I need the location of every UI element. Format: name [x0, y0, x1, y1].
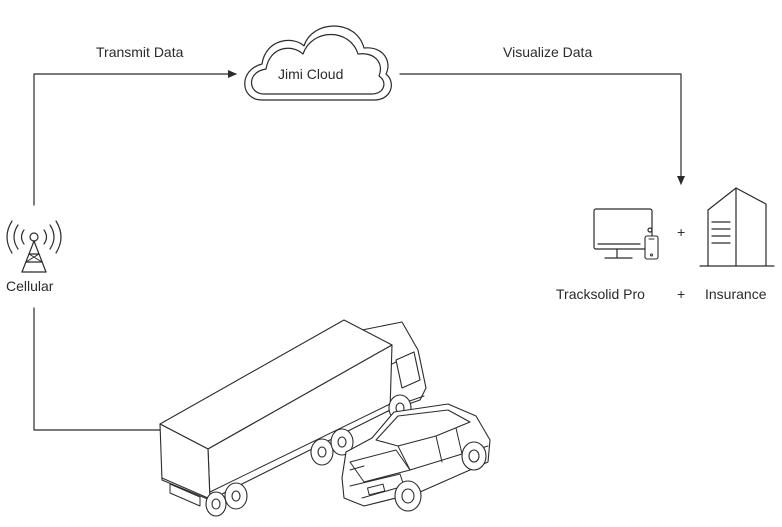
- jimi-cloud-label: Jimi Cloud: [278, 66, 344, 82]
- plus-sign-bottom: +: [677, 286, 686, 302]
- car-illustration: [341, 403, 491, 512]
- visualize-data-arrow: [399, 73, 685, 185]
- desktop-monitor-icon: [593, 208, 653, 259]
- smartphone-icon: [644, 227, 659, 260]
- plus-sign-top: +: [677, 224, 686, 240]
- vehicle-link-line: [33, 307, 163, 431]
- visualize-data-label: Visualize Data: [503, 44, 593, 60]
- insurance-building-icon: [699, 187, 775, 267]
- cellular-tower-icon: [6, 220, 62, 273]
- transmit-data-arrow: [33, 70, 237, 206]
- cloud-icon: [244, 25, 392, 101]
- cellular-label: Cellular: [6, 278, 54, 294]
- truck-illustration: [159, 319, 427, 517]
- transmit-data-label: Transmit Data: [96, 44, 184, 60]
- insurance-label: Insurance: [705, 286, 767, 302]
- tracksolid-pro-label: Tracksolid Pro: [556, 286, 645, 302]
